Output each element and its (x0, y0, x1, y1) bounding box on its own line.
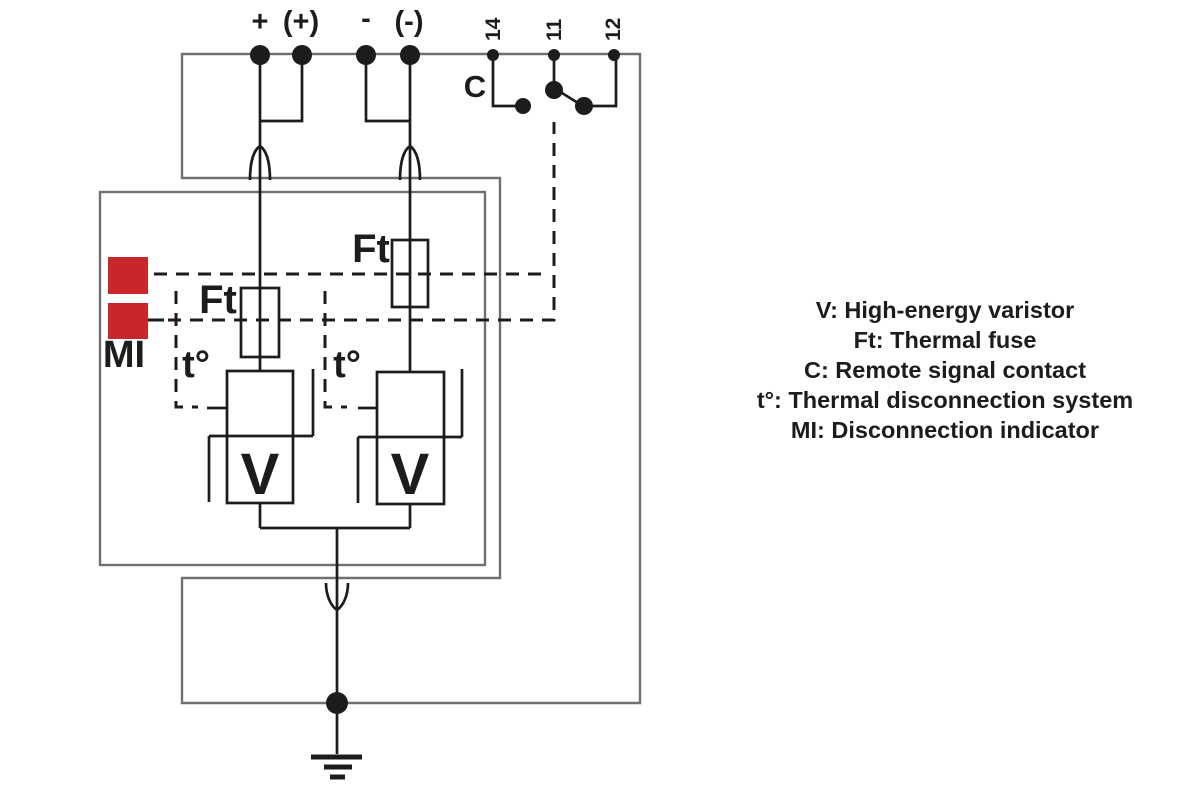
remote-14-wire (491, 55, 523, 108)
terminal-12-dot (608, 49, 620, 61)
contact-12-dot (575, 97, 593, 115)
terminal-dots (250, 45, 620, 714)
plug-arch-earth-icon (324, 582, 350, 612)
terminal-plus-dot (250, 45, 270, 65)
contact-14-dot (515, 98, 531, 114)
plus-link-wire (260, 55, 304, 123)
label-terminal-12: 12 (602, 18, 625, 41)
label-remote-contact: C (464, 69, 486, 104)
label-minus: - (361, 3, 371, 35)
varistor-left-assembly (207, 369, 315, 505)
label-plus-paren: (+) (283, 6, 319, 38)
earth-ground-icon (311, 703, 362, 780)
label-minus-paren: (-) (395, 6, 424, 38)
outer-loop-path (180, 52, 642, 705)
terminal-14-dot (487, 49, 499, 61)
legend-line-fuse: Ft: Thermal fuse (854, 327, 1037, 353)
contact-pivot-dot (545, 81, 563, 99)
label-varistor-left: V (241, 442, 280, 507)
legend: V: High-energy varistor Ft: Thermal fuse… (757, 297, 1133, 443)
legend-line-indicator: MI: Disconnection indicator (791, 417, 1099, 443)
label-plus: + (252, 6, 269, 38)
fuse-left-box (239, 286, 281, 359)
ground-frame-loop (98, 52, 642, 705)
legend-line-varistor: V: High-energy varistor (816, 297, 1075, 323)
legend-line-contact: C: Remote signal contact (804, 357, 1086, 383)
plug-connection-symbols (248, 144, 422, 612)
label-terminal-11: 11 (543, 18, 566, 41)
label-fuse-left: Ft (199, 278, 237, 322)
indicator-window-top-icon (108, 257, 148, 294)
label-disconnection-indicator: MI (103, 334, 145, 376)
linkage-row-bottom-to-contact (168, 122, 556, 322)
module-enclosure-box (98, 190, 487, 567)
minus-link-wire (364, 55, 410, 123)
plug-arch-plus-icon (248, 144, 272, 181)
label-fuse-right: Ft (352, 227, 390, 271)
varistor-right-assembly (356, 369, 464, 506)
legend-line-thermal: t°: Thermal disconnection system (757, 387, 1133, 413)
remote-12-wire (584, 55, 618, 108)
thermal-right-dashed-box (323, 291, 347, 409)
terminal-plus-paren-dot (292, 45, 312, 65)
terminal-minus-paren-dot (400, 45, 420, 65)
indicator-window-bottom-icon (108, 303, 148, 339)
component-labels: + (+) - (-) 14 11 12 C Ft Ft t° t° MI V … (103, 3, 625, 507)
label-terminal-14: 14 (482, 17, 505, 41)
disconnection-indicator (108, 257, 148, 339)
terminal-minus-dot (356, 45, 376, 65)
thermal-left-dashed-box (174, 291, 198, 409)
label-thermal-left: t° (182, 344, 210, 386)
terminal-11-dot (548, 49, 560, 61)
thermal-fuses (239, 238, 430, 359)
label-varistor-right: V (391, 442, 430, 507)
plug-arch-minus-icon (398, 144, 422, 181)
label-thermal-right: t° (333, 344, 361, 386)
